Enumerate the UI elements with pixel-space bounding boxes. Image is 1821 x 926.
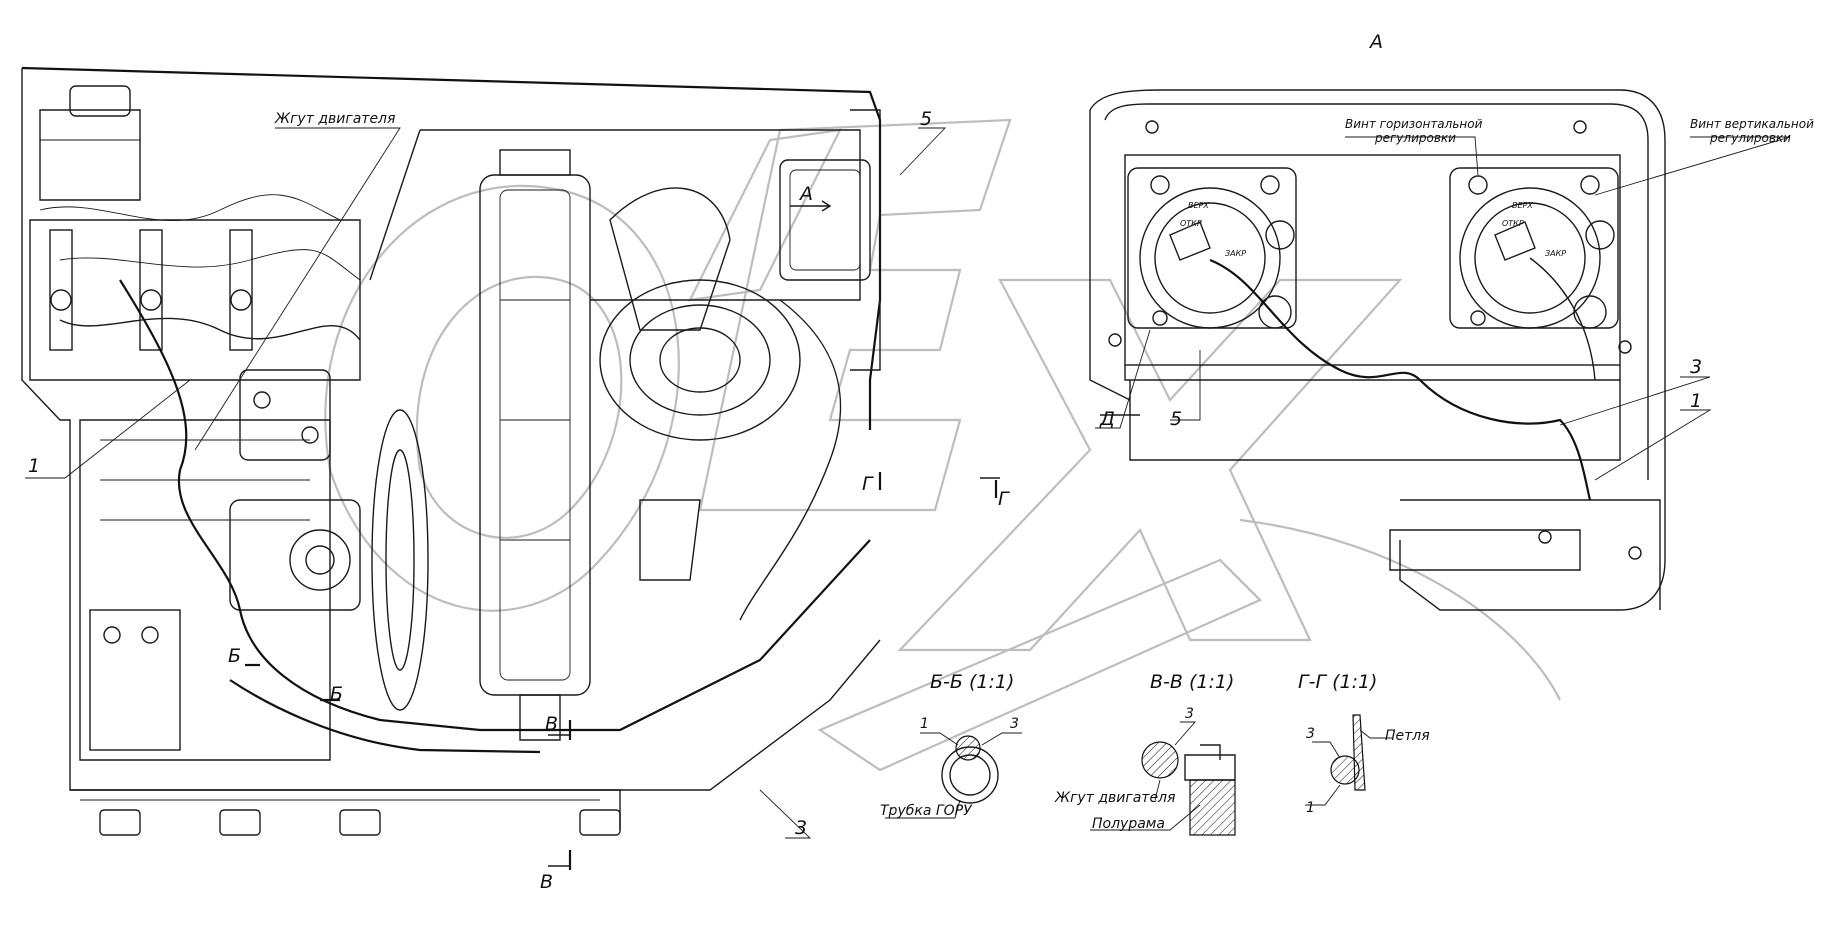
screw-vertical-label-1: Винт вертикальной bbox=[1690, 117, 1814, 131]
section-b-left-label: Б bbox=[228, 645, 241, 667]
section-g-right-label: Г bbox=[998, 488, 1010, 510]
radiator bbox=[479, 174, 591, 696]
callout-3-main: 3 bbox=[795, 817, 807, 839]
section-v-top-label: В bbox=[545, 713, 558, 735]
battery bbox=[89, 609, 181, 751]
harness-engine-label: Жгут двигателя bbox=[274, 111, 395, 127]
pulley bbox=[371, 409, 429, 711]
view-a bbox=[1089, 89, 1791, 611]
air-cleaner bbox=[599, 279, 801, 441]
headlight-left bbox=[1127, 167, 1297, 329]
lamp-left-otkr: ОТКР bbox=[1180, 219, 1202, 228]
screw-horizontal-label-1: Винт горизонтальной bbox=[1345, 117, 1483, 131]
screw-vertical-label-2: регулировки bbox=[1709, 131, 1791, 145]
headlight-panel bbox=[1124, 154, 1621, 366]
section-bb-callout-3: 3 bbox=[1010, 716, 1019, 732]
callout-3-view: 3 bbox=[1690, 356, 1702, 378]
lamp-left-verh: ВЕРХ bbox=[1188, 201, 1209, 210]
section-bb bbox=[885, 732, 1022, 819]
section-gg-callout-1: 1 bbox=[1306, 800, 1315, 816]
section-gg bbox=[1305, 714, 1392, 806]
alternator bbox=[229, 499, 361, 611]
wire-harness bbox=[59, 279, 871, 754]
screw-horizontal-label-2: регулировки bbox=[1374, 131, 1456, 145]
oil-filler-cap bbox=[69, 85, 131, 117]
air-intake-hose bbox=[609, 187, 731, 331]
callout-1-view: 1 bbox=[1690, 390, 1702, 412]
headlight-bracket bbox=[779, 159, 871, 281]
section-vv-frame: Полурама bbox=[1092, 816, 1165, 832]
leader-lines bbox=[25, 127, 947, 839]
lamp-left-zakr: ЗАКР bbox=[1225, 249, 1246, 258]
arrow-a-label: А bbox=[798, 183, 813, 205]
section-gg-callout-3: 3 bbox=[1306, 726, 1315, 742]
watermark-dex bbox=[324, 118, 1561, 772]
engine-assembly bbox=[21, 66, 882, 836]
lamp-right-verh: ВЕРХ bbox=[1512, 201, 1533, 210]
callout-5-main: 5 bbox=[920, 108, 932, 130]
lamp-right-otkr: ОТКР bbox=[1502, 219, 1524, 228]
injectors bbox=[49, 229, 253, 351]
section-bb-title: Б-Б (1:1) bbox=[930, 671, 1014, 693]
section-bb-tube: Трубка ГОРУ bbox=[880, 803, 973, 819]
headlight-right bbox=[1449, 167, 1619, 329]
section-v-bottom-label: В bbox=[540, 871, 553, 893]
section-gg-title: Г-Г (1:1) bbox=[1298, 671, 1377, 693]
section-g-left-label: Г bbox=[862, 473, 874, 495]
lamp-right-zakr: ЗАКР bbox=[1545, 249, 1566, 258]
callout-5-view: 5 bbox=[1170, 408, 1182, 430]
callout-1-main: 1 bbox=[28, 455, 40, 477]
view-d-label: Д bbox=[1099, 408, 1115, 430]
section-vv-callout-3: 3 bbox=[1185, 706, 1194, 722]
view-a-title: А bbox=[1368, 31, 1383, 53]
section-bb-callout-1: 1 bbox=[920, 716, 929, 732]
section-vv-harness: Жгут двигателя bbox=[1054, 790, 1175, 806]
section-gg-loop: Петля bbox=[1385, 728, 1430, 744]
panel-nuts bbox=[1108, 120, 1642, 560]
section-vv bbox=[1090, 721, 1236, 836]
section-marks bbox=[245, 200, 1140, 870]
fuel-pump bbox=[239, 369, 331, 461]
section-vv-title: В-В (1:1) bbox=[1150, 671, 1234, 693]
section-b-right-label: Б bbox=[330, 683, 343, 705]
